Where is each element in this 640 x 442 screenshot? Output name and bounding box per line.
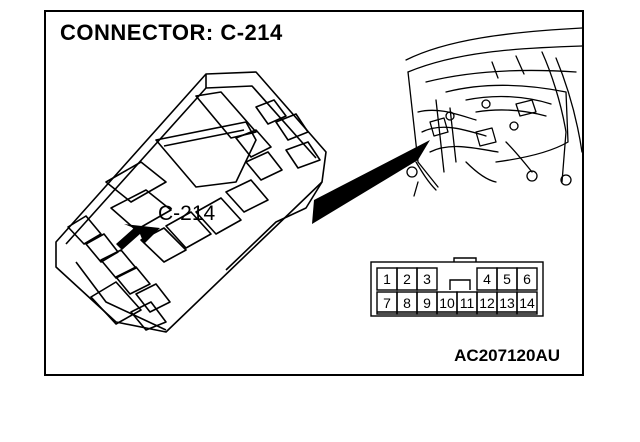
pin-number: 12 bbox=[479, 295, 495, 311]
pin-number: 9 bbox=[423, 295, 431, 311]
pin-number: 8 bbox=[403, 295, 411, 311]
connector-callout-label: C-214 bbox=[158, 202, 216, 225]
pin-number: 11 bbox=[459, 295, 475, 311]
pin-cell bbox=[516, 267, 538, 291]
vehicle-dashboard-illustration bbox=[405, 27, 583, 197]
pin-number: 14 bbox=[519, 295, 535, 311]
wedge-pointer-icon bbox=[312, 140, 430, 224]
connector-key-notch bbox=[449, 279, 471, 290]
pin-number: 5 bbox=[503, 271, 511, 287]
pin-number: 4 bbox=[483, 271, 491, 287]
pin-layout-diagram bbox=[370, 257, 544, 317]
pin-number: 7 bbox=[383, 295, 391, 311]
diagram-drawing bbox=[55, 27, 583, 333]
pin-number: 2 bbox=[403, 271, 411, 287]
pin-number: 10 bbox=[439, 295, 455, 311]
figure-code: AC207120AU bbox=[454, 346, 560, 365]
pin-cell bbox=[416, 267, 438, 291]
pin-number: 6 bbox=[523, 271, 531, 287]
connector-title: CONNECTOR: C-214 bbox=[60, 20, 283, 45]
pin-number: 3 bbox=[423, 271, 431, 287]
connector-block-illustration bbox=[55, 71, 327, 333]
pointer-arrow-icon bbox=[116, 224, 160, 250]
pin-cell bbox=[516, 291, 538, 315]
pin-number: 1 bbox=[383, 271, 391, 287]
pin-number: 13 bbox=[499, 295, 515, 311]
diagram-frame: CONNECTOR: C-214 bbox=[44, 10, 584, 376]
